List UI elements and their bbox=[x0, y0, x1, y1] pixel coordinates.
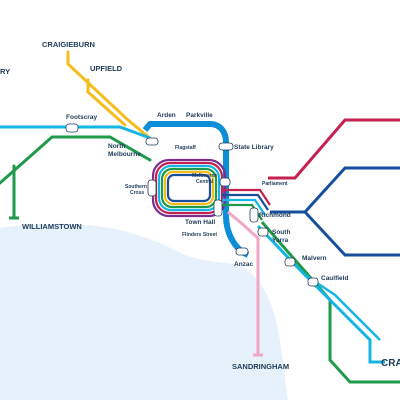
anzac-label: Anzac bbox=[234, 261, 254, 268]
loop-ring-blue bbox=[166, 173, 212, 203]
loop-to-richmond-cyan bbox=[222, 198, 266, 216]
state-library-marker bbox=[218, 142, 234, 151]
cranbourne-line bbox=[256, 224, 385, 364]
station-markers bbox=[65, 123, 319, 287]
parliament-label: Parliament bbox=[262, 181, 288, 187]
metro-tunnel bbox=[142, 121, 250, 258]
southern-cross-marker bbox=[147, 179, 157, 197]
loop-ring-green bbox=[160, 167, 218, 209]
footscray-label: Footscray bbox=[66, 114, 97, 121]
melbourne-central-label-2: Central bbox=[196, 179, 214, 185]
craigieburn-label: CRAIGIEBURN bbox=[42, 40, 95, 49]
southern-cross-label-2: Cross bbox=[130, 190, 144, 196]
cranbourne-partial-label: CRA bbox=[381, 358, 400, 369]
flagstaff-label: Flagstaff bbox=[175, 145, 196, 151]
richmond-label: Richmond bbox=[259, 212, 291, 219]
hurstbridge-line bbox=[268, 118, 400, 180]
caulfield-label: Caulfield bbox=[321, 275, 348, 282]
station-labels: CRAIGIEBURN UPFIELD RY Footscray WILLIAM… bbox=[0, 40, 400, 371]
bay-water bbox=[0, 223, 288, 400]
werribee-line bbox=[0, 135, 152, 185]
north-melbourne-label-1: North bbox=[108, 143, 125, 150]
loop-to-richmond-blue bbox=[222, 193, 269, 211]
parliament-marker bbox=[219, 177, 231, 187]
loop-ring-yellow bbox=[163, 170, 215, 206]
caulfield-marker bbox=[307, 277, 319, 287]
craigieburn-line bbox=[66, 50, 154, 142]
sandringham-label: SANDRINGHAM bbox=[232, 362, 289, 371]
glen-waverley-line bbox=[303, 210, 400, 257]
sunbury-line-west bbox=[0, 125, 151, 140]
pakenham-line bbox=[260, 221, 400, 384]
loop-ring-cyan bbox=[157, 164, 221, 212]
north-melbourne-marker bbox=[145, 137, 159, 146]
parkville-label: Parkville bbox=[186, 112, 213, 119]
upfield-line bbox=[86, 78, 127, 127]
upfield-label: UPFIELD bbox=[90, 64, 123, 73]
southern-cross-label-1: Southern bbox=[125, 184, 147, 190]
anzac-marker bbox=[235, 247, 249, 256]
sandringham-line bbox=[227, 210, 260, 355]
loop-to-richmond-red bbox=[222, 188, 271, 206]
flinders-street-label: Flinders Street bbox=[182, 232, 217, 238]
lilydale-belgrave-line bbox=[270, 166, 400, 214]
town-hall-label: Town Hall bbox=[185, 219, 215, 226]
malvern-label: Malvern bbox=[302, 255, 327, 262]
south-yarra-label-1: South bbox=[272, 229, 290, 236]
sunbury-partial-label: RY bbox=[0, 67, 10, 76]
melbourne-central-label-1: Melbourne bbox=[192, 173, 217, 179]
south-yarra-marker bbox=[257, 227, 269, 237]
town-hall-marker bbox=[213, 199, 223, 217]
malvern-marker bbox=[284, 257, 296, 267]
city-loop bbox=[151, 158, 227, 218]
footscray-marker bbox=[65, 123, 79, 133]
south-yarra-label-2: Yarra bbox=[272, 237, 289, 244]
loop-to-richmond-green bbox=[222, 203, 263, 221]
arden-label: Arden bbox=[157, 112, 176, 119]
north-melbourne-label-2: Melbourne bbox=[108, 151, 141, 158]
williamstown-label: WILLIAMSTOWN bbox=[22, 222, 82, 231]
state-library-label: State Library bbox=[234, 144, 274, 151]
richmond-marker bbox=[249, 207, 259, 223]
